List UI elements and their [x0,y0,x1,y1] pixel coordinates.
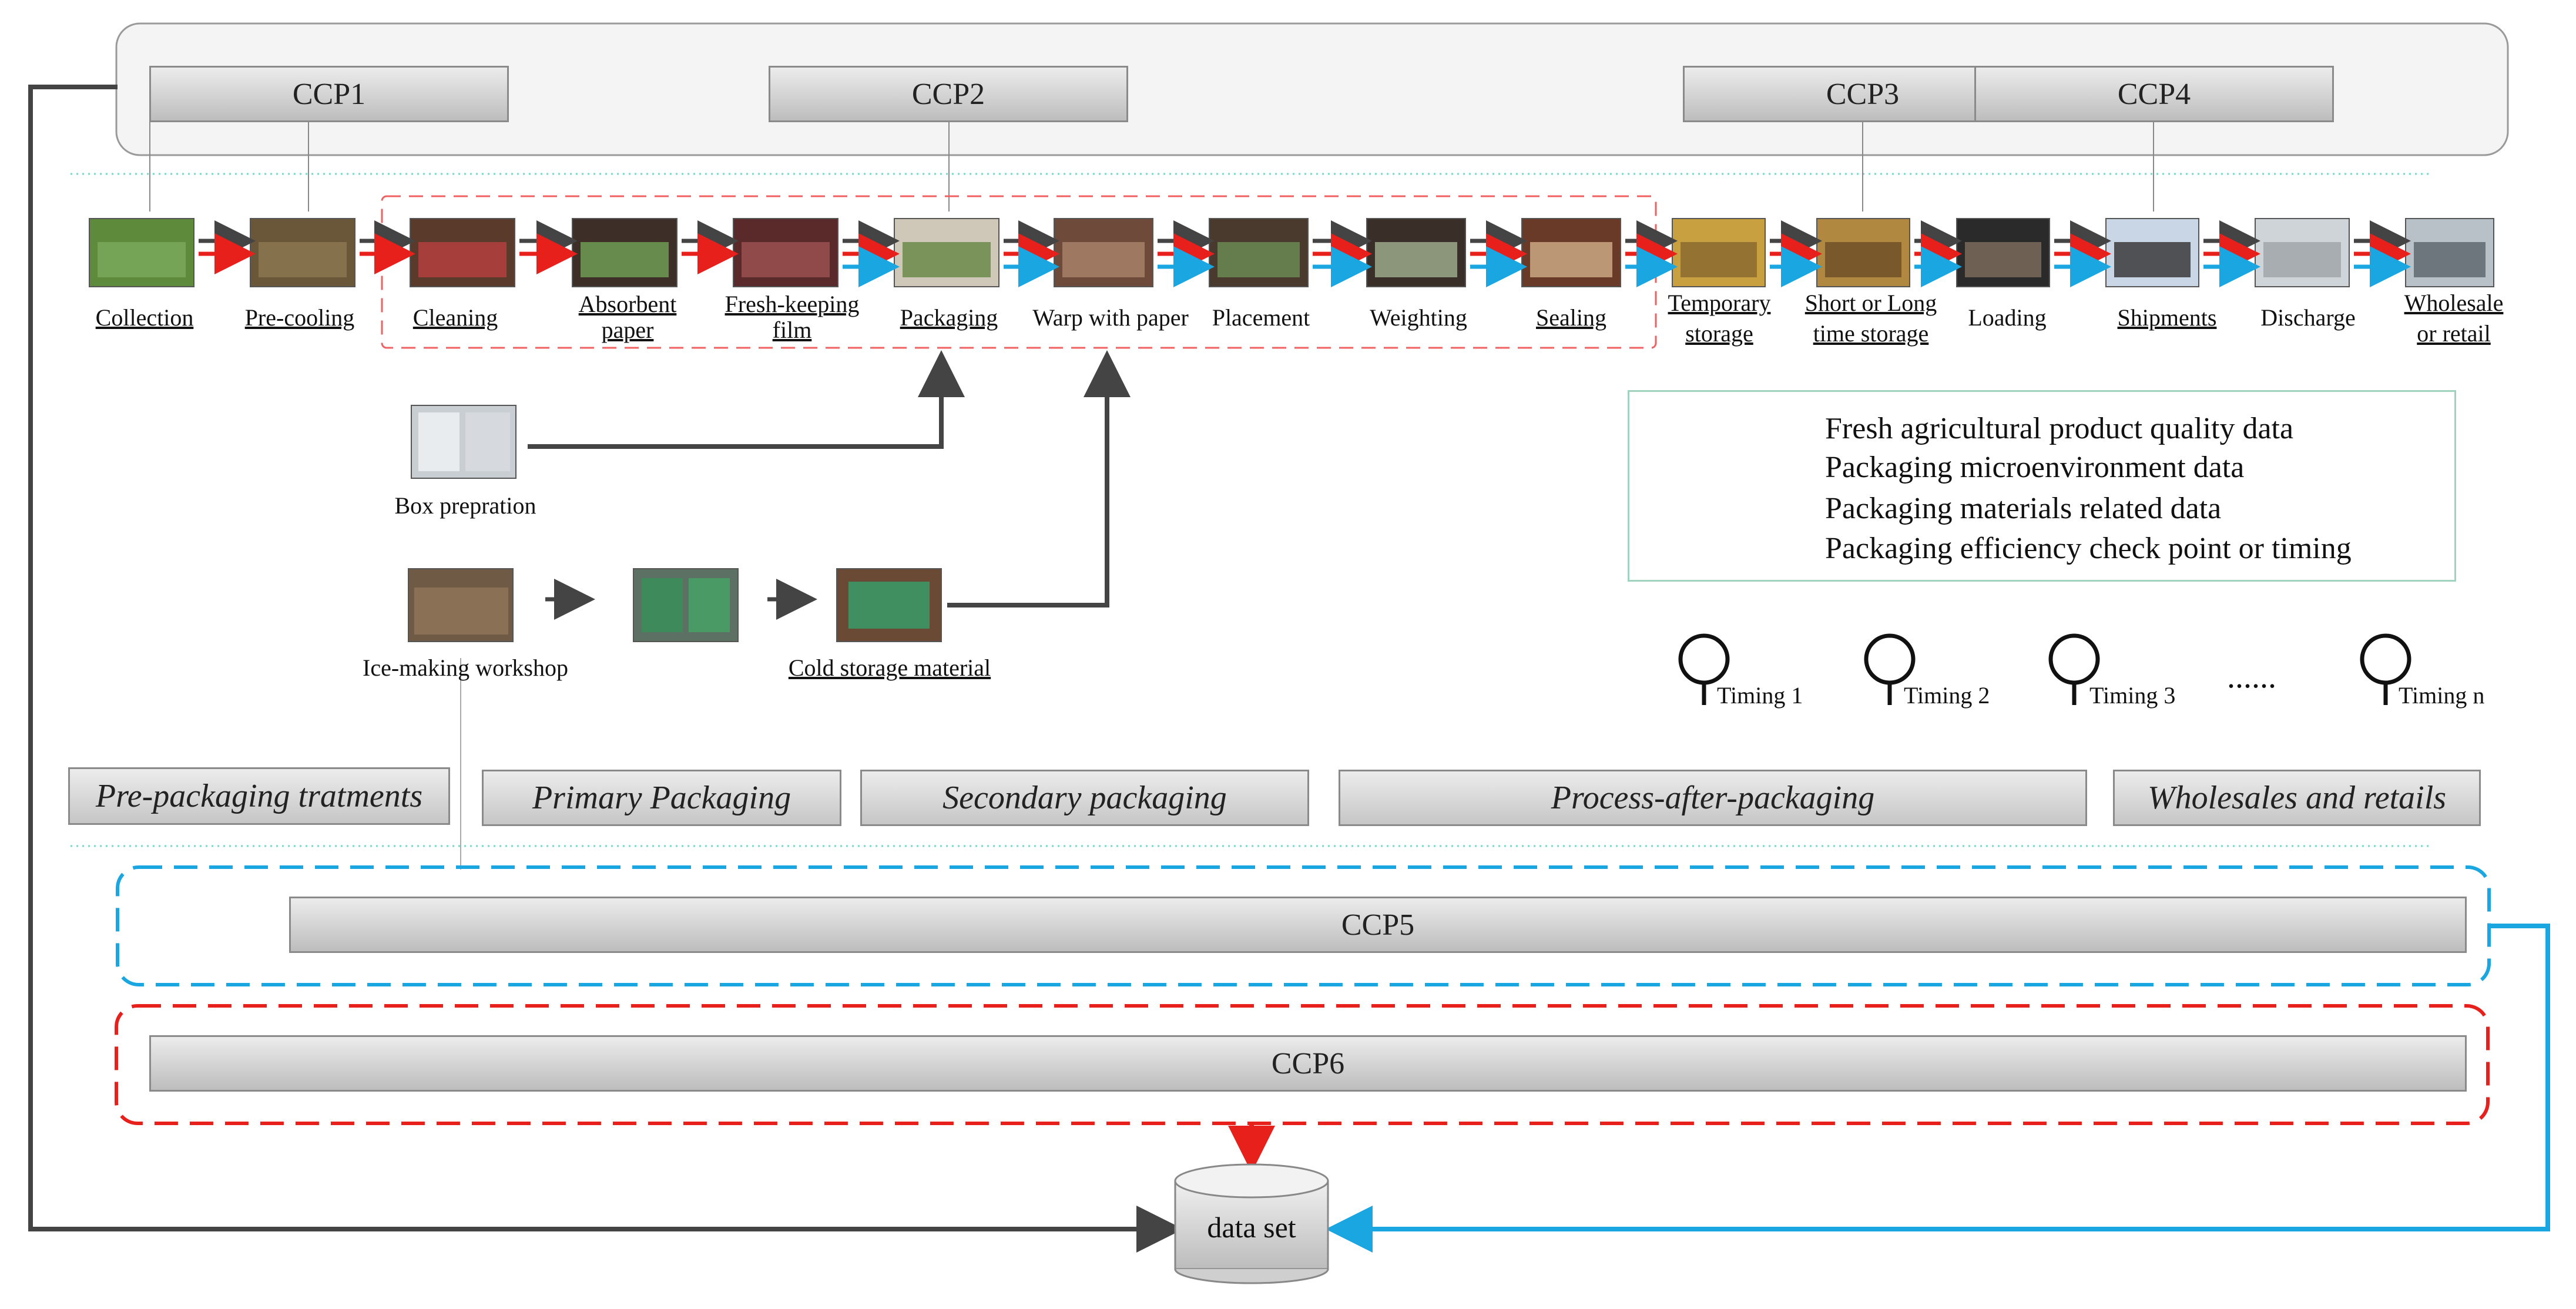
step-label-collection: Collection [95,304,194,331]
stage-wholesales-retails: Wholesales and retails [2113,770,2481,826]
box-preparation-label: Box prepration [394,492,536,519]
truck-photo [2105,218,2199,287]
ccp5-bar: CCP5 [289,897,2467,953]
step-label-wholesale-retail: Wholesale or retail [2404,290,2504,347]
legend-material-text: Packaging materials related data [1825,492,2222,525]
ccp1-box: CCP1 [149,66,509,122]
stage-secondary-packaging: Secondary packaging [860,770,1309,826]
legend-micro-text: Packaging microenvironment data [1825,451,2245,484]
ccp5-to-dataset-line [1326,924,2550,1253]
legend [1628,390,2456,582]
storage-photo [1816,218,1910,287]
cold-storage-label: Cold storage material [788,654,991,681]
timing-1-label: Timing 1 [1717,682,1803,709]
step-label-fresh-keeping-film: Fresh-keeping film [724,291,860,343]
legend-timing-text: Packaging efficiency check point or timi… [1825,532,2352,565]
timing-icon [2048,633,2100,705]
stage-primary-packaging: Primary Packaging [482,770,841,826]
temporary-storage-photo [1672,218,1766,287]
timing-ellipsis: ...... [2227,659,2276,695]
ccp6-bar: CCP6 [149,1035,2467,1092]
step-label-absorbent-paper: Absorbent paper [578,291,677,343]
timing-icon [1678,633,1730,705]
step-label-packaging: Packaging [900,304,998,331]
timing-3-label: Timing 3 [2089,682,2176,709]
step-label-temporary-storage: Temporary storage [1668,290,1771,347]
ice-workshop-label: Ice-making workshop [363,654,568,681]
dataset-cylinder [1174,1163,1329,1284]
timing-icon [1864,633,1916,705]
step-label-warp-with-paper: Warp with paper [1032,304,1189,331]
timing-icon [2360,633,2411,705]
precooling-photo [250,218,355,287]
fresh-keeping-film-photo [733,218,838,287]
step-label-weighting: Weighting [1370,304,1467,331]
step-label-storage: Short or Long time storage [1804,290,1937,347]
ccp5-container [116,865,2491,986]
absorbent-paper-photo [572,218,677,287]
loading-photo [1956,218,2050,287]
retail-photo [2405,218,2494,287]
stage-pre-packaging: Pre-packaging tratments [68,767,450,825]
cleaning-photo [410,218,515,287]
discharge-photo [2255,218,2350,287]
wrap-paper-photo [1054,218,1153,287]
sealing-photo [1521,218,1621,287]
field-harvest-photo [89,218,194,287]
timing-n-label: Timing n [2399,682,2485,709]
step-label-precooling: Pre-cooling [244,304,355,331]
weighting-photo [1366,218,1466,287]
legend-quality-text: Fresh agricultural product quality data [1825,412,2294,445]
ccp1-to-dataset-line [28,85,1183,1253]
step-label-loading: Loading [1968,304,2047,331]
ccp2-box: CCP2 [769,66,1128,122]
stage-process-after-packaging: Process-after-packaging [1339,770,2087,826]
timing-2-label: Timing 2 [1904,682,1990,709]
placement-photo [1209,218,1309,287]
ccp6-container [115,1004,2490,1125]
step-label-discharge: Discharge [2260,304,2356,331]
ccp4-box: CCP4 [1974,66,2334,122]
dataset-label: data set [1207,1211,1296,1244]
step-label-sealing: Sealing [1536,304,1606,331]
step-label-placement: Placement [1212,304,1310,331]
step-label-shipments: Shipments [2117,304,2217,331]
step-label-cleaning: Cleaning [412,304,498,331]
